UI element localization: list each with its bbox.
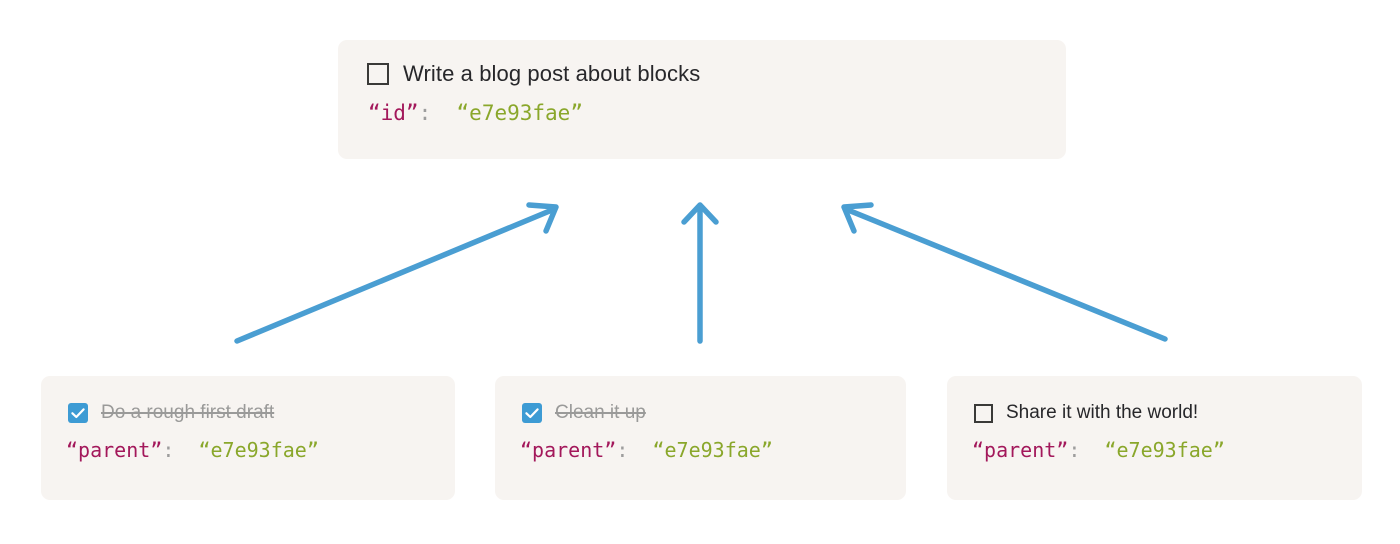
block-card-root[interactable]: Write a blog post about blocks “id”: “e7… [338,40,1066,159]
checkbox-empty-icon[interactable] [367,63,389,85]
task-row: Write a blog post about blocks [367,61,1066,87]
code-value: “e7e93fae” [456,101,583,125]
block-parent-line: “parent”: “e7e93fae” [66,438,455,462]
arrow-child-0-to-root [234,202,559,344]
code-value: “e7e93fae” [198,438,319,462]
block-card-child-0[interactable]: Do a rough first draft “parent”: “e7e93f… [41,376,455,500]
block-id-line: “id”: “e7e93fae” [368,101,1066,125]
checkbox-empty-icon[interactable] [974,403,993,423]
task-title: Clean it up [555,402,646,423]
task-title: Share it with the world! [1006,402,1199,423]
code-key: “parent” [972,438,1069,462]
task-title: Write a blog post about blocks [403,61,701,86]
code-value: “e7e93fae” [1104,438,1225,462]
code-colon: : [418,101,432,125]
arrow-child-1-to-root [681,202,719,344]
code-colon: : [1068,438,1081,462]
block-parent-line: “parent”: “e7e93fae” [972,438,1362,462]
block-parent-line: “parent”: “e7e93fae” [520,438,906,462]
arrow-child-2-to-root [841,202,1168,342]
checkbox-checked-icon[interactable] [522,403,542,423]
code-key: “id” [368,101,419,125]
code-value: “e7e93fae” [652,438,773,462]
task-row: Do a rough first draft [68,402,455,424]
code-key: “parent” [520,438,617,462]
checkbox-checked-icon[interactable] [68,403,88,423]
task-title: Do a rough first draft [101,402,275,423]
block-card-child-2[interactable]: Share it with the world! “parent”: “e7e9… [947,376,1362,500]
block-card-child-1[interactable]: Clean it up “parent”: “e7e93fae” [495,376,906,500]
code-colon: : [162,438,175,462]
code-colon: : [616,438,629,462]
code-key: “parent” [66,438,163,462]
task-row: Share it with the world! [974,402,1362,424]
task-row: Clean it up [522,402,906,424]
